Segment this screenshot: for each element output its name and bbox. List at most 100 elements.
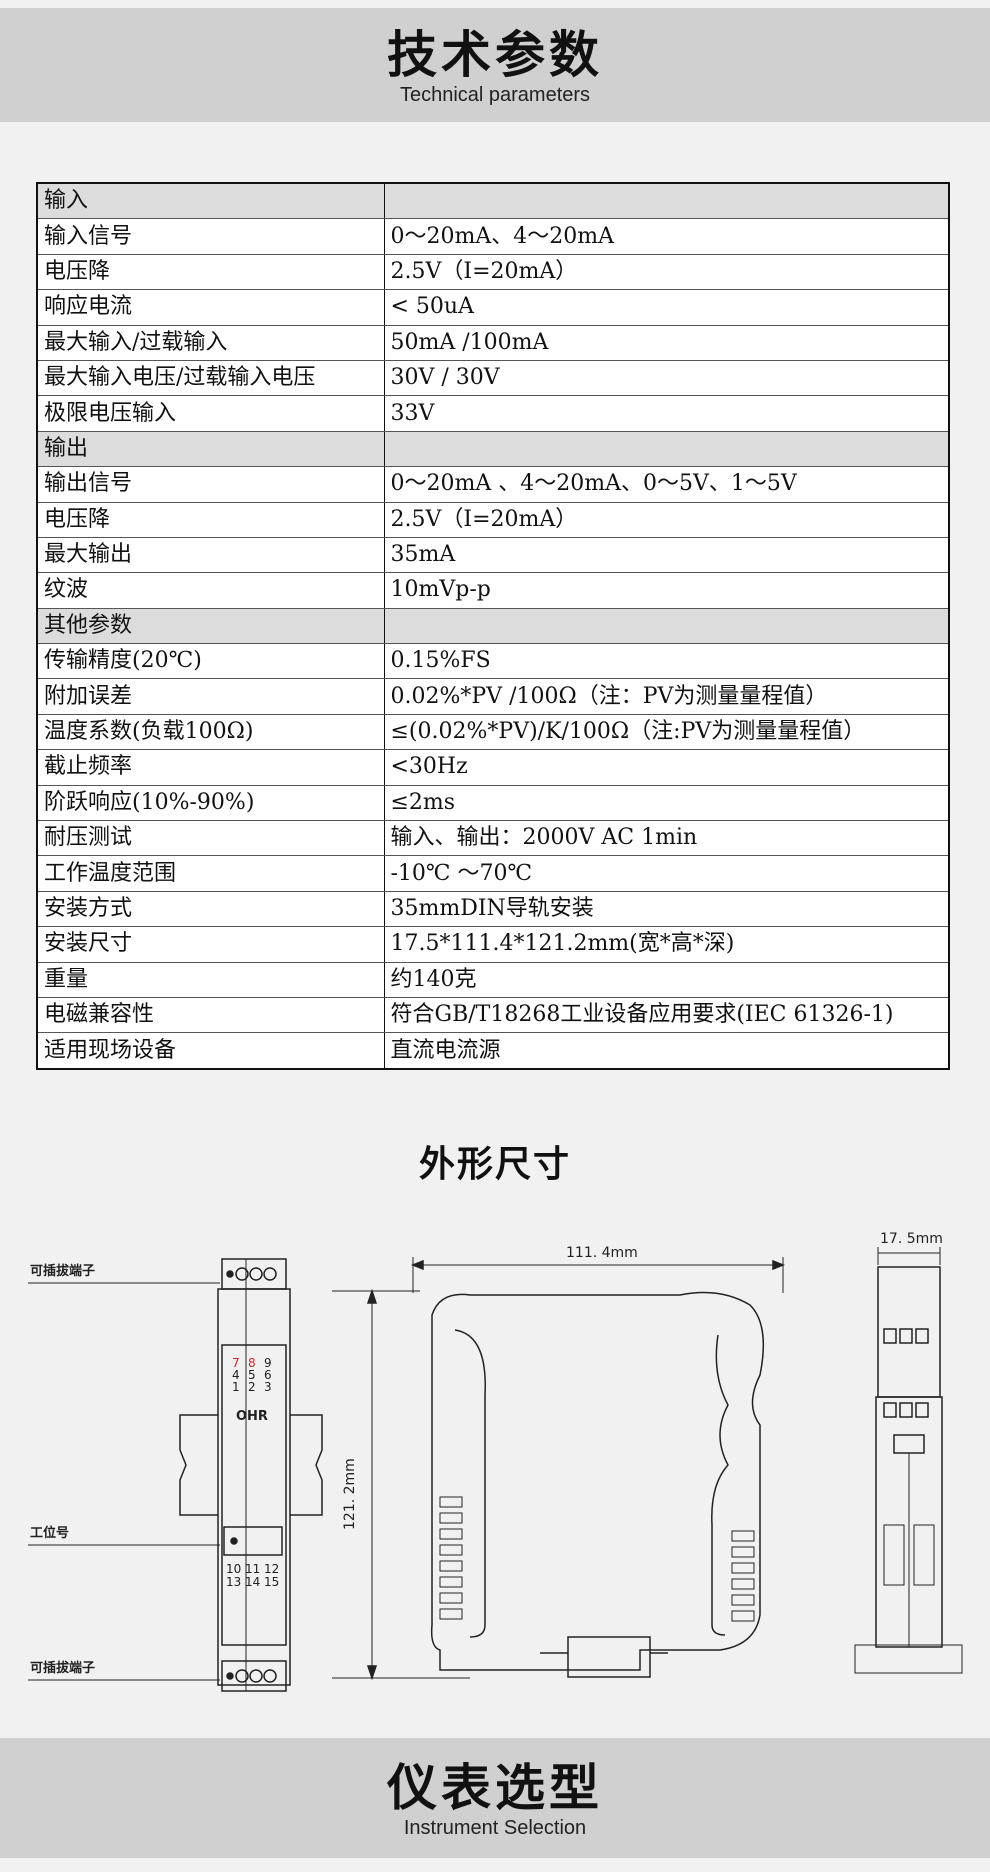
spec-row: 截止频率<30Hz xyxy=(36,749,950,786)
spec-key: 极限电压输入 xyxy=(36,395,385,432)
footer-title: 仪表选型 xyxy=(387,1759,603,1817)
spec-value: 10mVp-p xyxy=(383,572,950,609)
spec-key: 截止频率 xyxy=(36,749,385,786)
footer-subtitle: Instrument Selection xyxy=(403,1817,587,1839)
spec-section-row: 其他参数 xyxy=(36,607,950,645)
spec-section-empty xyxy=(383,607,950,645)
spec-key: 安装尺寸 xyxy=(36,926,385,963)
label-bottom-terminal: 可插拔端子 xyxy=(30,1660,95,1676)
front-view xyxy=(28,1258,323,1692)
spec-row: 重量约140克 xyxy=(36,961,950,998)
spec-value: -10℃ ～70℃ xyxy=(383,855,950,892)
page-subtitle: Technical parameters xyxy=(399,84,591,106)
terminal-number: 7 xyxy=(232,1356,240,1370)
terminal-number: 12 xyxy=(264,1562,279,1576)
spec-row: 响应电流< 50uA xyxy=(36,289,950,326)
spec-section-empty xyxy=(383,182,950,220)
terminal-number: 6 xyxy=(264,1368,272,1382)
spec-key: 电压降 xyxy=(36,253,385,291)
terminal-number: 14 xyxy=(245,1575,260,1589)
terminal-number: 11 xyxy=(245,1562,260,1576)
spec-row: 阶跃响应(10%-90%)≤2ms xyxy=(36,784,950,822)
terminal-number: 5 xyxy=(248,1368,256,1382)
spec-key: 电压降 xyxy=(36,501,385,538)
spec-section-label: 输出 xyxy=(36,430,385,468)
spec-section-row: 输入 xyxy=(36,182,950,220)
dimension-width-label: 111. 4mm xyxy=(566,1245,638,1261)
spec-value: 约140克 xyxy=(383,961,950,998)
end-view xyxy=(854,1247,963,1674)
terminal-number: 10 xyxy=(226,1562,241,1576)
spec-value: 2.5V（I=20mA） xyxy=(383,501,950,538)
footer-band: 仪表选型 Instrument Selection xyxy=(0,1738,990,1858)
spec-key: 工作温度范围 xyxy=(36,855,385,892)
spec-section-empty xyxy=(383,430,950,468)
spec-key: 最大输出 xyxy=(36,536,385,574)
spec-key: 最大输入/过载输入 xyxy=(36,324,385,361)
spec-row: 适用现场设备直流电流源 xyxy=(36,1032,950,1070)
spec-value: < 50uA xyxy=(383,289,950,326)
dimension-height-label: 121. 2mm xyxy=(342,1458,358,1530)
spec-value: 33V xyxy=(383,395,950,432)
dimension-end-width-label: 17. 5mm xyxy=(880,1231,943,1247)
spec-key: 响应电流 xyxy=(36,289,385,326)
dimensions-title: 外形尺寸 xyxy=(418,1144,571,1185)
spec-key: 耐压测试 xyxy=(36,820,385,857)
spec-key: 输出信号 xyxy=(36,466,385,503)
spec-key: 传输精度(20℃) xyxy=(36,643,385,680)
spec-key: 安装方式 xyxy=(36,890,385,928)
spec-value: 0～20mA、4～20mA xyxy=(383,218,950,255)
terminal-number: 4 xyxy=(232,1368,240,1382)
spec-section-label: 输入 xyxy=(36,182,385,220)
spec-key: 电磁兼容性 xyxy=(36,996,385,1034)
spec-value: 35mmDIN导轨安装 xyxy=(383,890,950,928)
spec-key: 输入信号 xyxy=(36,218,385,255)
terminal-number: 13 xyxy=(226,1575,241,1589)
spec-value: 输入、输出：2000V AC 1min xyxy=(383,820,950,857)
spec-value: 0.02%*PV /100Ω（注：PV为测量量程值） xyxy=(383,678,950,715)
terminal-number: 2 xyxy=(248,1380,256,1394)
spec-row: 传输精度(20℃)0.15%FS xyxy=(36,643,950,680)
spec-row: 温度系数(负载100Ω)≤(0.02%*PV)/K/100Ω（注:PV为测量量程… xyxy=(36,713,950,751)
spec-value: 17.5*111.4*121.2mm(宽*高*深) xyxy=(383,926,950,963)
spec-key: 重量 xyxy=(36,961,385,998)
spec-key: 最大输入电压/过载输入电压 xyxy=(36,359,385,397)
spec-key: 纹波 xyxy=(36,572,385,609)
spec-value: <30Hz xyxy=(383,749,950,786)
spec-value: 0～20mA 、4～20mA、0～5V、1～5V xyxy=(383,466,950,503)
terminal-number: 8 xyxy=(248,1356,256,1370)
label-station-number: 工位号 xyxy=(30,1525,69,1541)
side-view xyxy=(332,1257,786,1681)
page-title: 技术参数 xyxy=(387,26,603,84)
spec-row: 耐压测试输入、输出：2000V AC 1min xyxy=(36,820,950,857)
spec-section-label: 其他参数 xyxy=(36,607,385,645)
spec-row: 电磁兼容性符合GB/T18268工业设备应用要求(IEC 61326-1) xyxy=(36,996,950,1034)
spec-key: 适用现场设备 xyxy=(36,1032,385,1070)
spec-section-row: 输出 xyxy=(36,430,950,468)
terminal-number: 1 xyxy=(232,1380,240,1394)
dimension-drawing: 可插拔端子 工位号 可插拔端子 7 8 9 4 5 6 1 2 3 OHR 10… xyxy=(28,1231,963,1692)
terminal-number: 15 xyxy=(264,1575,279,1589)
spec-value: 30V / 30V xyxy=(383,359,950,397)
spec-value: 2.5V（I=20mA） xyxy=(383,253,950,291)
spec-value: 50mA /100mA xyxy=(383,324,950,361)
spec-key: 阶跃响应(10%-90%) xyxy=(36,784,385,822)
terminal-number: 3 xyxy=(264,1380,272,1394)
label-top-terminal: 可插拔端子 xyxy=(30,1263,95,1279)
spec-value: 符合GB/T18268工业设备应用要求(IEC 61326-1) xyxy=(383,996,950,1034)
spec-value: 35mA xyxy=(383,536,950,574)
spec-value: 直流电流源 xyxy=(383,1032,950,1070)
